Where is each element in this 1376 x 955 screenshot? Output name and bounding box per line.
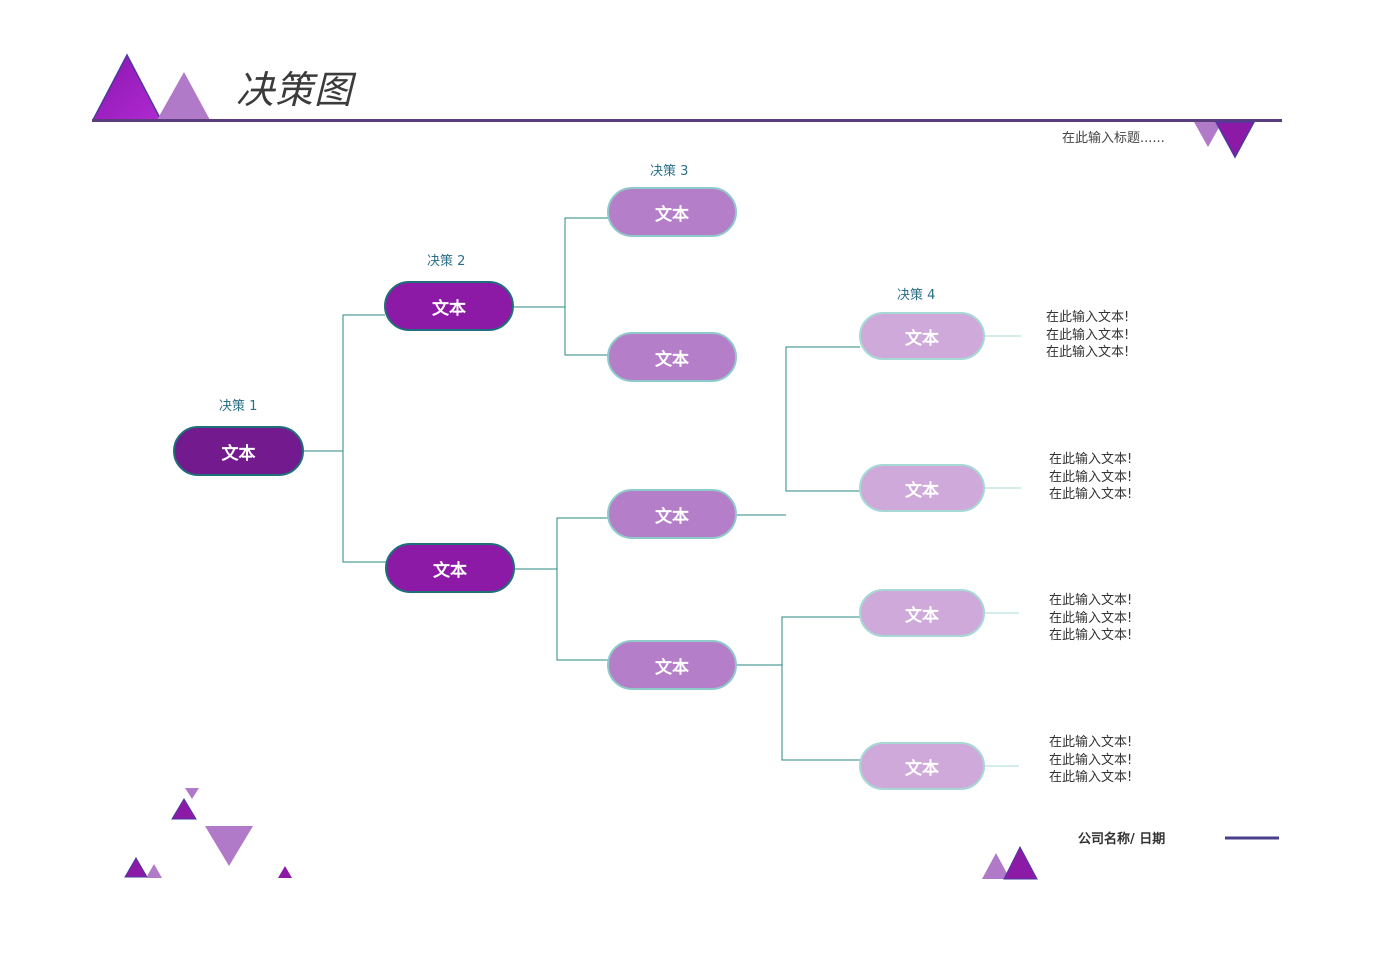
- decision-label-1: 决策 1: [219, 399, 258, 414]
- decision-label-2: 决策 2: [427, 254, 466, 269]
- connector-l3d-split: [781, 616, 860, 761]
- decision-node-l2-bottom[interactable]: 文本: [385, 543, 515, 593]
- decision-label-3: 决策 3: [650, 164, 689, 179]
- note-line: 在此输入文本!: [1049, 593, 1133, 608]
- decision-node-l3-c[interactable]: 文本: [607, 489, 737, 539]
- note-block-4: 在此输入文本! 在此输入文本! 在此输入文本!: [1049, 734, 1132, 787]
- deco-triangle-5: [146, 864, 162, 878]
- note-block-3: 在此输入文本! 在此输入文本! 在此输入文本!: [1049, 592, 1132, 645]
- connector-l3c-split: [785, 346, 860, 492]
- note-line: 在此输入文本!: [1049, 610, 1133, 626]
- note-block-1: 在此输入文本! 在此输入文本! 在此输入文本!: [1046, 309, 1129, 362]
- header-triangle-small: [157, 72, 210, 120]
- note-line: 在此输入文本!: [1049, 452, 1133, 467]
- decision-node-l4-b[interactable]: 文本: [859, 464, 985, 512]
- decision-node-l3-b[interactable]: 文本: [607, 332, 737, 382]
- deco-triangle-1: [185, 788, 199, 799]
- note-line: 在此输入文本!: [1049, 752, 1133, 768]
- note-line: 在此输入文本!: [1049, 770, 1133, 785]
- note-line: 在此输入文本!: [1046, 327, 1130, 343]
- deco-triangle-3: [205, 826, 253, 866]
- footer-triangle-light: [982, 853, 1010, 879]
- note-line: 在此输入文本!: [1049, 628, 1133, 643]
- decision-node-l4-c[interactable]: 文本: [859, 589, 985, 637]
- note-line: 在此输入文本!: [1049, 469, 1133, 485]
- deco-triangle-2: [171, 798, 197, 820]
- header-right-triangle-light: [1194, 122, 1222, 147]
- decision-node-l2-top[interactable]: 文本: [384, 281, 514, 331]
- decision-node-root[interactable]: 文本: [173, 426, 304, 476]
- page-subtitle: 在此输入标题......: [1062, 131, 1165, 146]
- header-triangle-large: [91, 53, 163, 121]
- header-right-triangle-dark: [1214, 121, 1256, 159]
- deco-triangle-6: [278, 866, 292, 878]
- footer-triangle-dark: [1003, 845, 1038, 880]
- note-line: 在此输入文本!: [1046, 310, 1130, 325]
- connector-l2bot-split: [556, 517, 609, 661]
- decision-node-l4-d[interactable]: 文本: [859, 742, 985, 790]
- decision-node-l3-d[interactable]: 文本: [607, 640, 737, 690]
- note-line: 在此输入文本!: [1049, 735, 1133, 750]
- decision-label-4: 决策 4: [897, 288, 936, 303]
- connector-l2top-split: [564, 217, 609, 356]
- decision-node-l4-a[interactable]: 文本: [859, 312, 985, 360]
- connector-l2-split: [342, 314, 386, 563]
- page-title: 决策图: [236, 68, 354, 112]
- decision-node-l3-a[interactable]: 文本: [607, 187, 737, 237]
- note-line: 在此输入文本!: [1049, 487, 1133, 502]
- deco-triangle-4: [124, 857, 148, 878]
- note-line: 在此输入文本!: [1046, 345, 1130, 360]
- note-block-2: 在此输入文本! 在此输入文本! 在此输入文本!: [1049, 451, 1132, 504]
- company-date-footer: 公司名称/ 日期: [1078, 832, 1166, 847]
